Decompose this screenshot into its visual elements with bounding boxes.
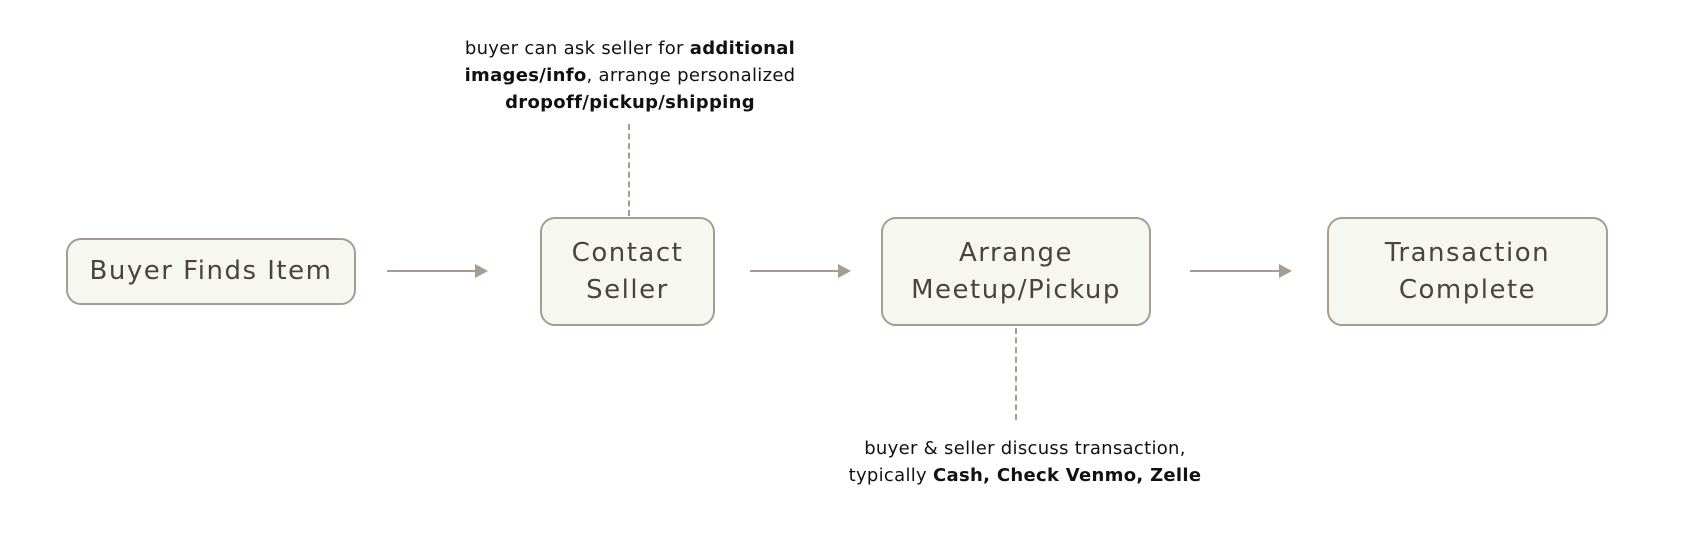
annotation-line-3: dropoff/pickup/shipping — [420, 89, 840, 116]
node-transaction-complete: Transaction Complete — [1327, 217, 1608, 326]
annotation-bold-text: dropoff/pickup/shipping — [505, 92, 755, 113]
node-label-line-1: Transaction — [1384, 237, 1551, 268]
node-label-line-2: Seller — [586, 274, 669, 305]
node-arrange-meetup: Arrange Meetup/Pickup — [881, 217, 1151, 326]
annotation-text: typically — [848, 465, 934, 486]
node-label: Buyer Finds Item — [89, 256, 333, 286]
annotation-arrange-meetup: buyer & seller discuss transaction, typi… — [790, 435, 1260, 489]
annotation-line-2: images/info, arrange personalized — [420, 62, 840, 89]
annotation-line-2: typically Cash, Check Venmo, Zelle — [790, 462, 1260, 489]
node-label-line-2: Meetup/Pickup — [911, 274, 1121, 305]
flow-arrow-1 — [387, 264, 488, 278]
node-buyer-finds-item: Buyer Finds Item — [66, 238, 356, 305]
annotation-text: buyer can ask seller for — [464, 38, 690, 59]
annotation-text: buyer & seller discuss transaction, — [864, 438, 1186, 459]
annotation-contact-seller: buyer can ask seller for additional imag… — [420, 35, 840, 116]
annotation-bold-text: additional — [689, 38, 796, 59]
arrow-head-icon — [1279, 264, 1292, 278]
dashed-connector-arrange-meetup — [1015, 328, 1017, 420]
flow-arrow-3 — [1190, 264, 1292, 278]
arrow-head-icon — [838, 264, 851, 278]
node-label-line-1: Arrange — [958, 237, 1074, 268]
node-label-line-2: Complete — [1398, 274, 1537, 305]
arrow-shaft — [750, 270, 839, 272]
annotation-line-1: buyer & seller discuss transaction, — [790, 435, 1260, 462]
arrow-head-icon — [475, 264, 488, 278]
dashed-connector-contact-seller — [628, 124, 630, 216]
annotation-bold-text: Cash, Check Venmo, Zelle — [933, 465, 1202, 486]
annotation-text: , arrange personalized — [586, 65, 796, 86]
arrow-shaft — [387, 270, 476, 272]
node-contact-seller: Contact Seller — [540, 217, 715, 326]
arrow-shaft — [1190, 270, 1280, 272]
annotation-line-1: buyer can ask seller for additional — [420, 35, 840, 62]
flow-arrow-2 — [750, 264, 851, 278]
annotation-bold-text: images/info — [464, 65, 587, 86]
node-label-line-1: Contact — [571, 237, 684, 268]
